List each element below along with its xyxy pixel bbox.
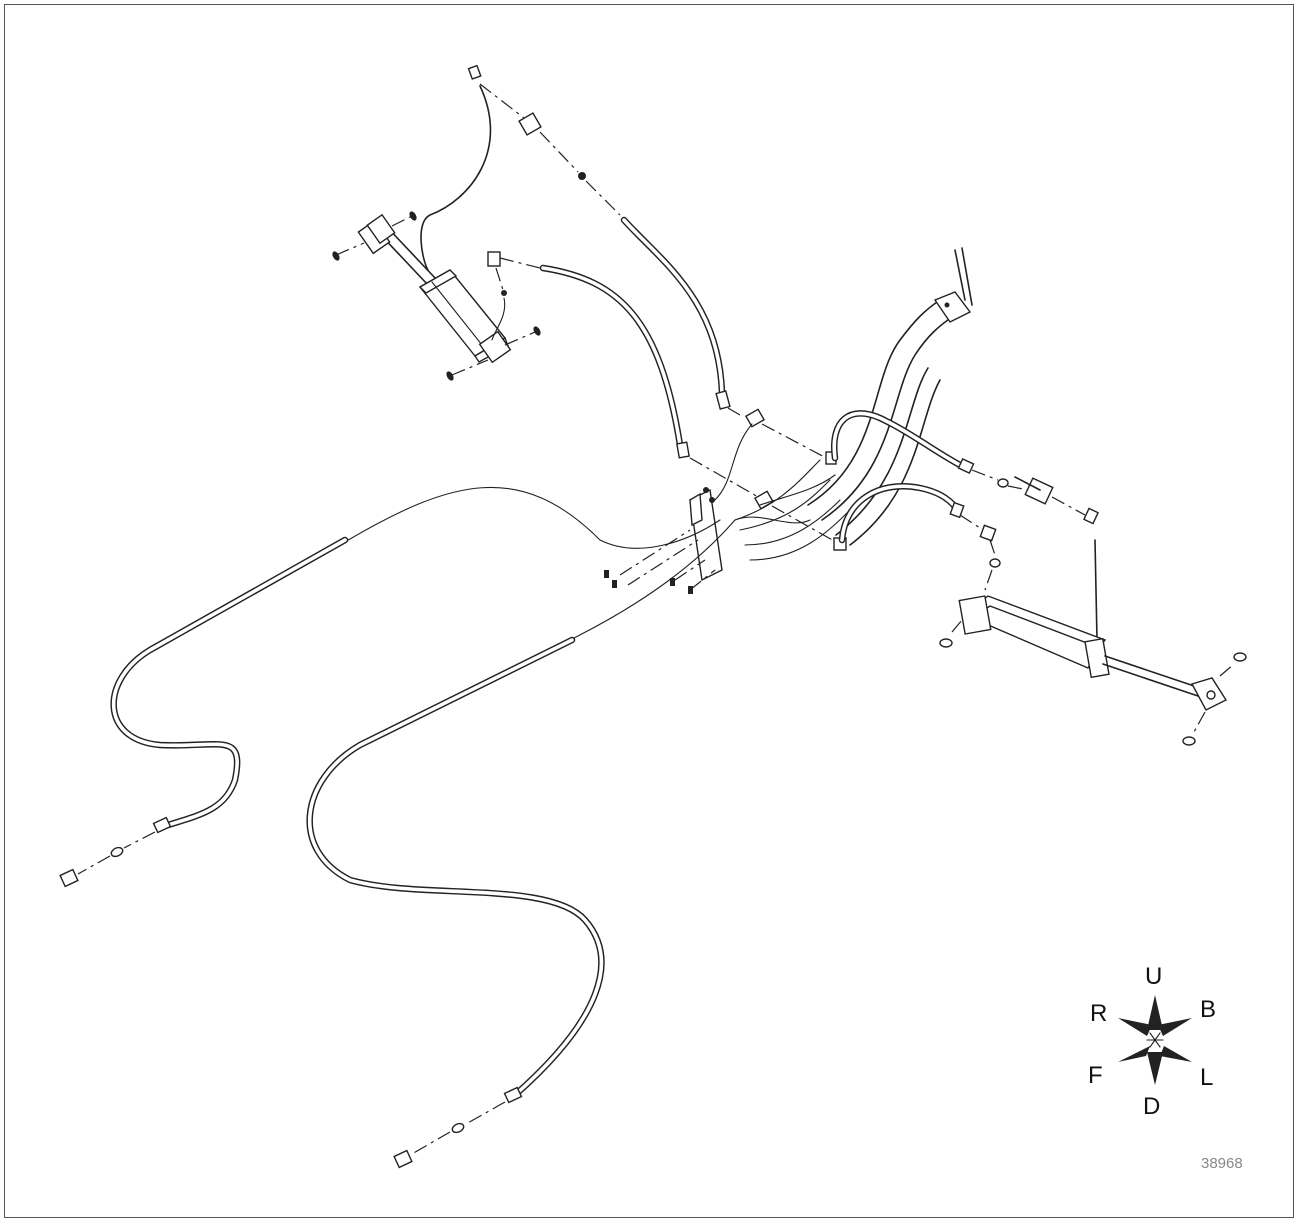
orientation-compass: U D R B F L (1088, 963, 1216, 1120)
figure-frame (4, 4, 1294, 1218)
compass-down-label: D (1143, 1093, 1160, 1120)
upper-left-cylinder (332, 211, 541, 381)
compass-back-label: B (1200, 996, 1216, 1023)
long-hose-left (59, 486, 721, 888)
center-hose-bundle (734, 459, 851, 561)
center-bracket (604, 487, 723, 594)
right-side-hoses (830, 410, 1099, 641)
figure-number: 38968 (1201, 1155, 1243, 1172)
top-fitting-chain (467, 64, 621, 216)
right-cylinder (939, 595, 1247, 746)
compass-right-label: R (1090, 1000, 1107, 1027)
compass-front-label: F (1088, 1062, 1103, 1089)
tube-to-bracket (807, 247, 973, 546)
compass-left-label: L (1200, 1064, 1213, 1091)
upper-hose-b (487, 251, 690, 459)
long-hose-lower (306, 516, 811, 1169)
upper-hose-a (620, 216, 731, 410)
compass-up-label: U (1145, 963, 1162, 990)
